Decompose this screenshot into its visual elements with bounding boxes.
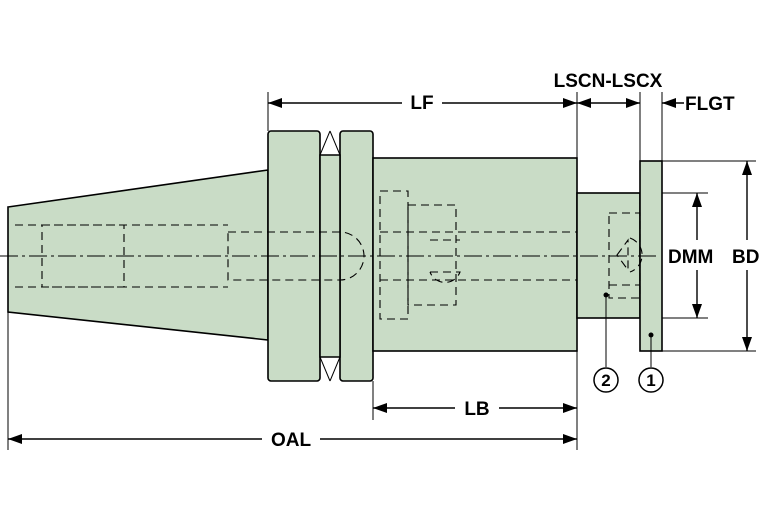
- label-dmm: DMM: [668, 247, 713, 268]
- main-body: [372, 157, 578, 352]
- callout-2-number: 2: [601, 371, 610, 390]
- callout-1: 1: [638, 332, 664, 393]
- label-flgt: FLGT: [685, 94, 735, 115]
- callout-1-number: 1: [646, 371, 655, 390]
- label-lscn-lscx: LSCN-LSCX: [554, 71, 663, 92]
- dimension-lscn-lscx: LSCN-LSCX: [554, 71, 663, 108]
- label-lf: LF: [410, 93, 433, 114]
- callout-2: 2: [593, 292, 619, 393]
- dimension-oal: OAL: [8, 427, 577, 451]
- holder-body: [7, 130, 663, 382]
- dimension-dmm: DMM: [668, 193, 713, 318]
- dimension-flgt: FLGT: [662, 94, 735, 115]
- dimension-lf: LF: [268, 90, 577, 114]
- taper-shank: [7, 169, 269, 341]
- dimension-bd: BD: [732, 161, 759, 351]
- label-bd: BD: [732, 247, 759, 268]
- label-lb: LB: [464, 399, 489, 420]
- label-oal: OAL: [271, 430, 312, 451]
- extension-lines: [7, 92, 756, 450]
- dimension-lb: LB: [373, 396, 577, 420]
